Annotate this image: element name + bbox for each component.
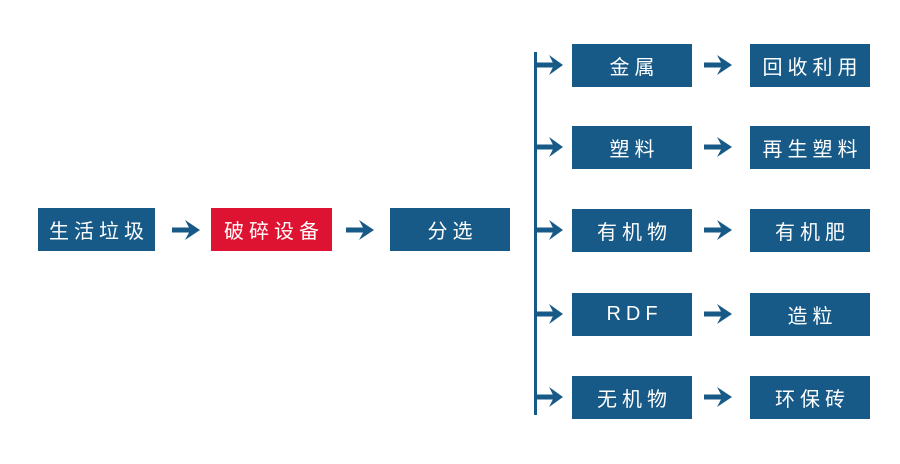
result-node-recycling: 回收利用 bbox=[750, 44, 870, 87]
arrow-right-icon bbox=[537, 304, 563, 324]
arrow-right-icon bbox=[537, 137, 563, 157]
branch-node-rdf: RDF bbox=[572, 293, 692, 336]
arrow-right-icon bbox=[704, 55, 732, 75]
arrow-right-icon bbox=[704, 137, 732, 157]
result-node-recycled-plastic: 再生塑料 bbox=[750, 126, 870, 169]
flow-node-household-waste: 生活垃圾 bbox=[38, 208, 155, 251]
branch-node-organic: 有机物 bbox=[572, 209, 692, 252]
arrow-right-icon bbox=[537, 220, 563, 240]
result-node-eco-brick: 环保砖 bbox=[750, 376, 870, 419]
flow-node-crushing-equipment: 破碎设备 bbox=[211, 208, 332, 251]
branch-node-inorganic: 无机物 bbox=[572, 376, 692, 419]
arrow-right-icon bbox=[537, 55, 563, 75]
branch-node-plastic: 塑料 bbox=[572, 126, 692, 169]
result-node-granulation: 造粒 bbox=[750, 293, 870, 336]
arrow-right-icon bbox=[704, 387, 732, 407]
arrow-right-icon bbox=[704, 304, 732, 324]
arrow-right-icon bbox=[704, 220, 732, 240]
arrow-right-icon bbox=[346, 220, 374, 240]
branch-node-metal: 金属 bbox=[572, 44, 692, 87]
arrow-right-icon bbox=[172, 220, 200, 240]
vertical-branch-line bbox=[534, 52, 537, 415]
arrow-right-icon bbox=[537, 387, 563, 407]
flow-node-sorting: 分选 bbox=[390, 208, 510, 251]
result-node-organic-fertilizer: 有机肥 bbox=[750, 209, 870, 252]
